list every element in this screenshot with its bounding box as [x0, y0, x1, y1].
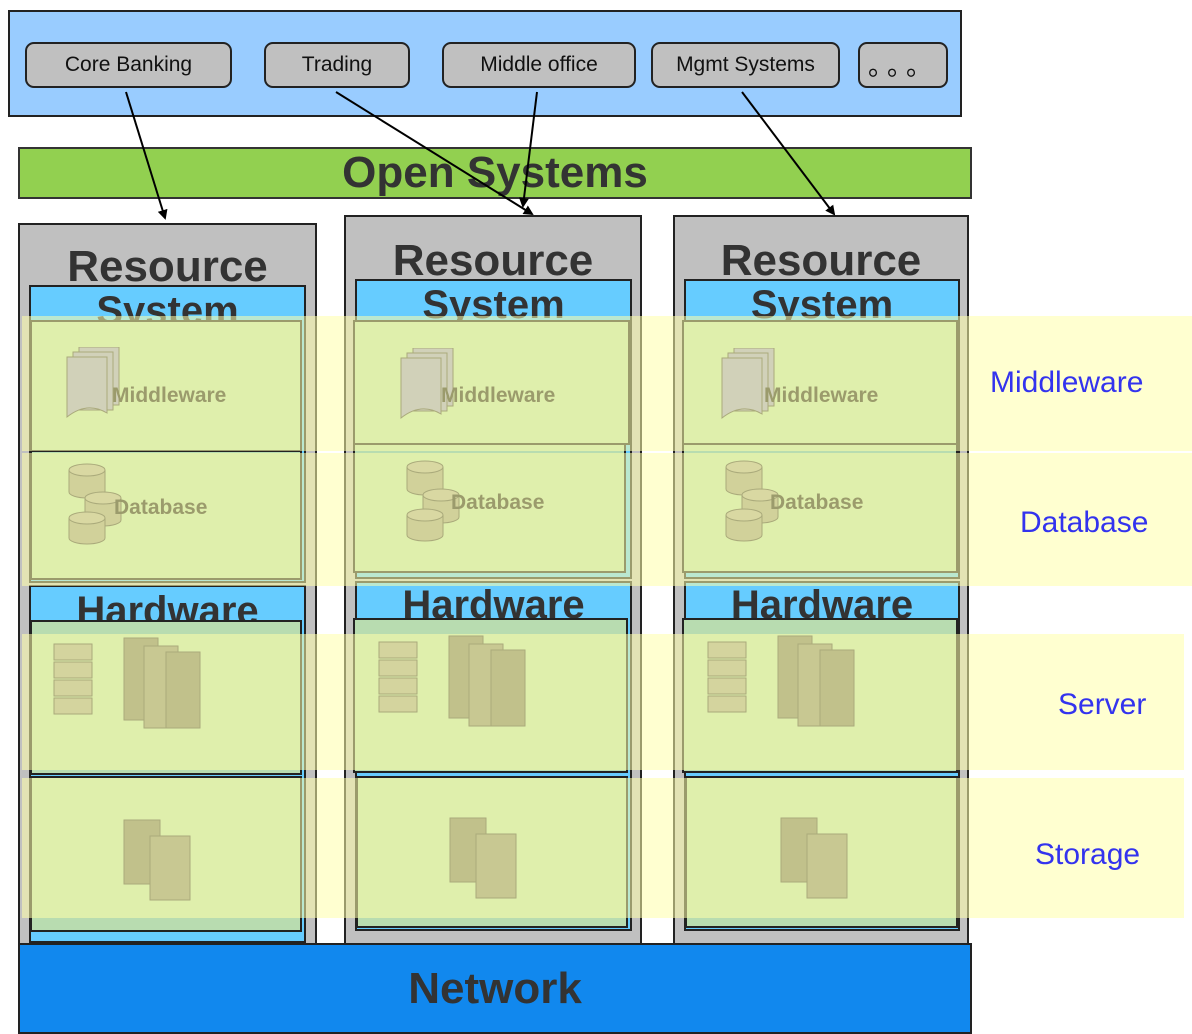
storage-array-icon — [780, 817, 848, 899]
database-label: Database — [451, 491, 545, 514]
open-systems-bar: Open Systems — [18, 147, 972, 199]
database-cell: Database — [30, 450, 302, 580]
middleware-label: Middleware — [112, 384, 227, 407]
storage-cell — [30, 776, 302, 932]
storage-array-icon — [123, 819, 191, 901]
database-label: Database — [770, 491, 864, 514]
middleware-label: Middleware — [441, 384, 556, 407]
middleware-label: Middleware — [764, 384, 879, 407]
network-bar: Network — [18, 943, 972, 1034]
layer-label-database: Database — [1020, 506, 1149, 539]
middleware-cell: Middleware — [353, 320, 630, 445]
server-rack-icon — [707, 641, 747, 713]
storage-cell — [685, 776, 958, 928]
resource-title: Resource — [67, 242, 268, 291]
middleware-cell: Middleware — [30, 320, 302, 452]
system-title: System — [422, 283, 565, 327]
document-stack-icon — [66, 347, 120, 419]
database-label: Database — [114, 496, 208, 519]
database-cell: Database — [682, 443, 958, 573]
applications-panel: Core Banking Trading Middle office Mgmt … — [8, 10, 962, 117]
app-core-banking[interactable]: Core Banking — [25, 42, 232, 88]
middleware-cell: Middleware — [682, 320, 958, 445]
resource-title: Resource — [392, 236, 594, 285]
storage-array-icon — [449, 817, 517, 899]
layer-label-middleware: Middleware — [990, 366, 1144, 399]
tower-server-icon — [123, 637, 201, 729]
storage-cell — [356, 776, 628, 928]
tower-server-icon — [448, 635, 526, 727]
server-rack-icon — [53, 643, 93, 715]
layer-label-server: Server — [1058, 688, 1147, 721]
tower-server-icon — [777, 635, 855, 727]
app-more[interactable]: 。。。 — [858, 42, 948, 88]
app-mgmt-systems[interactable]: Mgmt Systems — [651, 42, 840, 88]
app-trading[interactable]: Trading — [264, 42, 410, 88]
resource-title: Resource — [720, 236, 922, 285]
database-cell: Database — [353, 443, 626, 573]
server-cell — [353, 618, 628, 773]
layer-label-storage: Storage — [1035, 838, 1141, 871]
server-cell — [682, 618, 958, 773]
app-middle-office[interactable]: Middle office — [442, 42, 636, 88]
server-cell — [30, 620, 302, 775]
system-title: System — [750, 283, 894, 327]
server-rack-icon — [378, 641, 418, 713]
